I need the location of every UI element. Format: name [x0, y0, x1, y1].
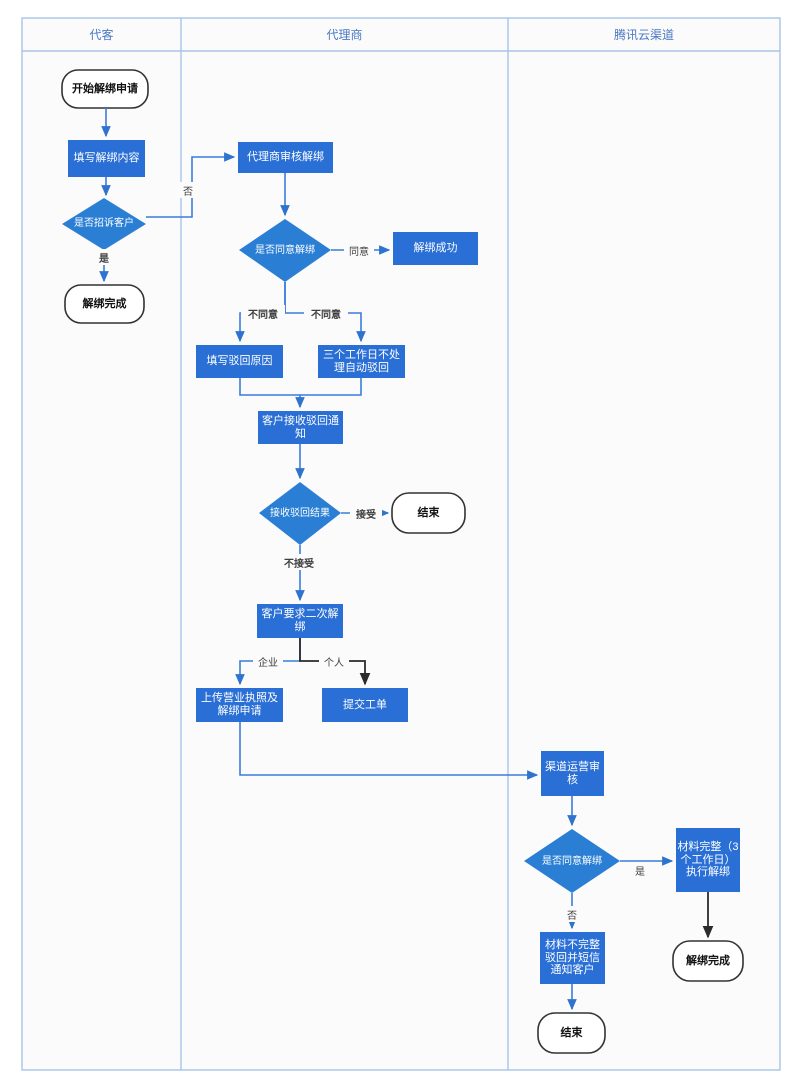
node-fill-reject[interactable] — [196, 345, 283, 378]
node-notify-reject[interactable] — [258, 411, 343, 444]
edge-label-no-2: 否 — [563, 906, 581, 922]
node-unbind-done-1[interactable] — [64, 284, 145, 324]
node-end-1[interactable] — [391, 492, 466, 534]
edge-label-not-accept: 不接受 — [277, 554, 321, 570]
lane-title-daike: 代客 — [89, 28, 114, 42]
edge-label-yes-2: 是 — [631, 862, 649, 878]
node-second-unbind[interactable] — [257, 604, 343, 638]
node-agree-unbind-2[interactable] — [524, 829, 620, 893]
lane-title-dailishang: 代理商 — [326, 28, 363, 42]
edge-label-yes-1: 是 — [95, 249, 113, 265]
node-material-bad[interactable] — [540, 932, 605, 984]
connector-upload-to-channel — [239, 722, 539, 780]
node-end-2[interactable] — [537, 1012, 606, 1054]
node-agent-review[interactable] — [238, 142, 333, 173]
edge-label-no-1: 否 — [179, 182, 197, 198]
edge-label-accept: 接受 — [350, 505, 382, 521]
connector-fillreject-to-notify — [239, 378, 305, 409]
node-start[interactable] — [61, 69, 149, 109]
node-submit-ticket[interactable] — [322, 688, 408, 722]
node-unbind-success[interactable] — [393, 232, 478, 265]
node-is-assigned[interactable] — [62, 198, 146, 250]
edge-label-disagree-1: 不同意 — [241, 305, 285, 321]
connector-autoreject-to-notify — [300, 378, 362, 396]
lane-title-tencent: 腾讯云渠道 — [613, 28, 674, 42]
edge-label-agree: 同意 — [344, 242, 374, 258]
node-auto-reject[interactable] — [318, 345, 405, 378]
edge-label-personal: 个人 — [319, 653, 349, 669]
edge-label-disagree-2: 不同意 — [304, 305, 348, 321]
node-material-ok[interactable] — [676, 828, 740, 892]
node-unbind-done-2[interactable] — [672, 940, 744, 982]
edge-label-enterprise: 企业 — [253, 653, 283, 669]
node-reject-result[interactable] — [259, 482, 341, 545]
swimlane-frame — [21, 17, 781, 1071]
node-agree-unbind[interactable] — [239, 219, 331, 282]
node-fill-content[interactable] — [68, 140, 145, 177]
node-upload-license[interactable] — [196, 688, 283, 722]
node-channel-review[interactable] — [541, 751, 604, 796]
